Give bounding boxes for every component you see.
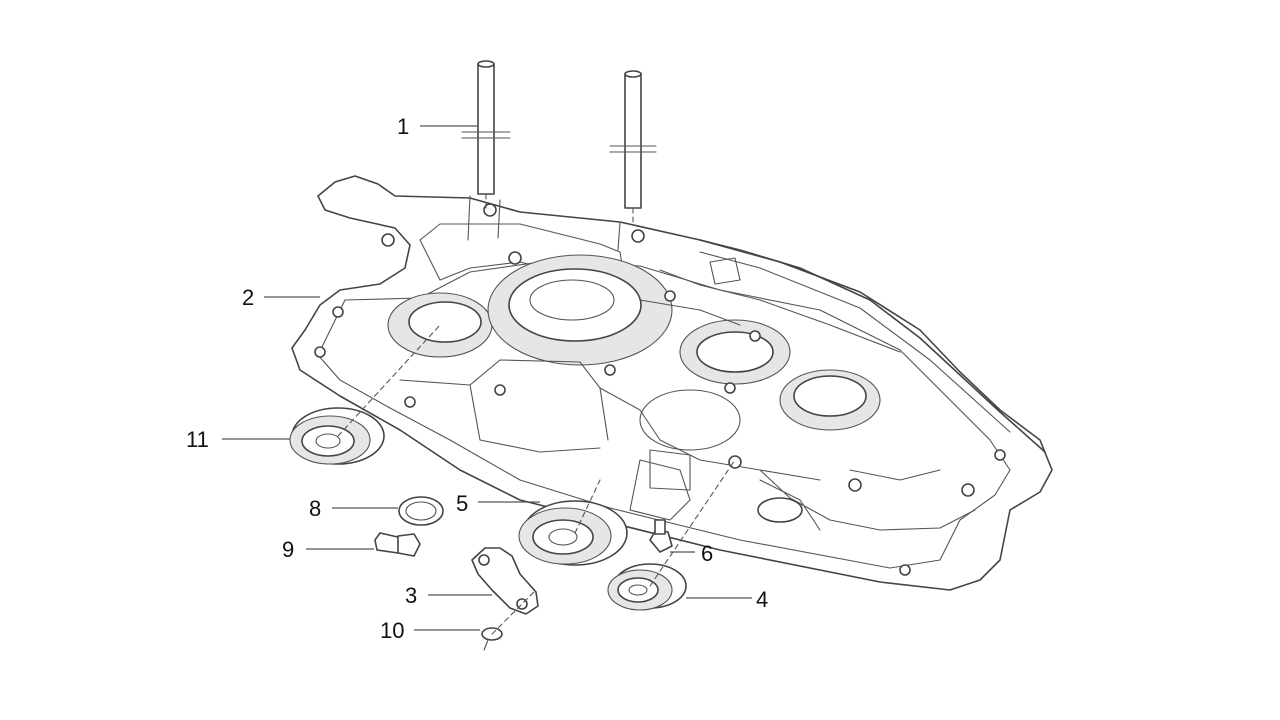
retainer-plate-3 (471, 547, 539, 615)
stud-left (461, 60, 511, 195)
callout-10: 10 (380, 618, 404, 643)
sensor-6 (649, 519, 673, 553)
bearing-11 (289, 407, 385, 465)
callout-3: 3 (405, 583, 417, 608)
o-ring-8 (398, 496, 444, 526)
callout-9: 9 (282, 537, 294, 562)
callout-4: 4 (756, 587, 768, 612)
callout-8: 8 (309, 496, 321, 521)
stud-right (609, 70, 657, 209)
callout-11: 11 (186, 427, 209, 452)
crankcase (291, 175, 1053, 591)
bearing-5 (518, 500, 628, 566)
callout-6: 6 (701, 541, 713, 566)
callout-5: 5 (456, 491, 468, 516)
callout-1: 1 (397, 114, 409, 139)
assembly-guide-lines (337, 193, 736, 635)
bearing-4 (607, 563, 687, 611)
plug-9 (374, 532, 421, 557)
callout-2: 2 (242, 285, 254, 310)
callout-labels: 1 2 3 4 5 6 8 9 10 11 (186, 114, 768, 643)
leader-lines (222, 125, 752, 631)
bolt-10 (481, 627, 503, 651)
